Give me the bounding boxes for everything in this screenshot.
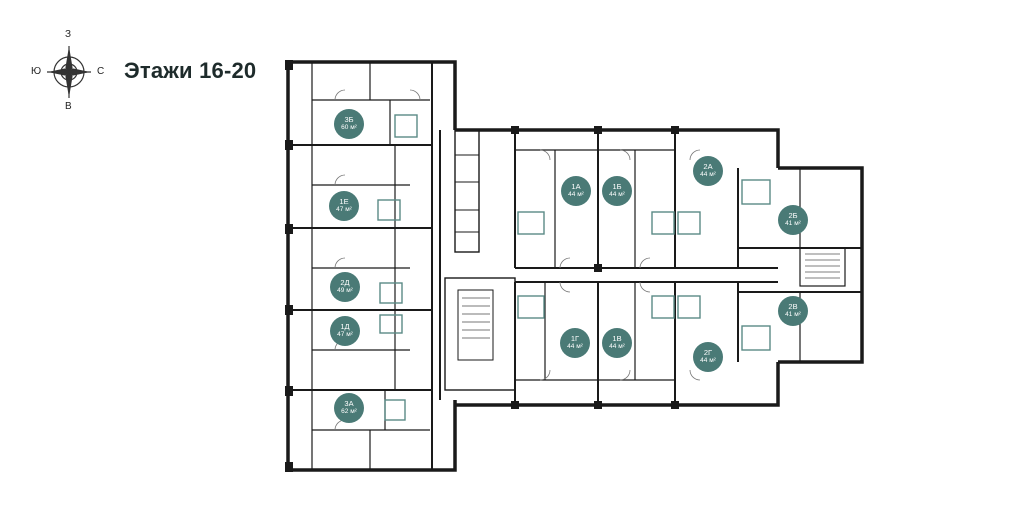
pillars bbox=[285, 60, 679, 472]
unit-badge-2v[interactable]: 2В 41 м² bbox=[778, 296, 808, 326]
unit-badge-3b[interactable]: 3Б 60 м² bbox=[334, 109, 364, 139]
unit-badge-1g[interactable]: 1Г 44 м² bbox=[560, 328, 590, 358]
floor-title: Этажи 16-20 bbox=[124, 58, 257, 83]
unit-badge-2b-top[interactable]: 2Б 41 м² bbox=[778, 205, 808, 235]
unit-badge-2g[interactable]: 2Г 44 м² bbox=[693, 342, 723, 372]
compass-north-label: З bbox=[65, 29, 72, 40]
unit-badge-1e[interactable]: 1Е 47 м² bbox=[329, 191, 359, 221]
unit-badge-1v[interactable]: 1В 44 м² bbox=[602, 328, 632, 358]
bathroom-fixtures bbox=[377, 114, 771, 421]
compass-east-label: С bbox=[97, 66, 105, 77]
unit-badge-1b[interactable]: 1Б 44 м² bbox=[602, 176, 632, 206]
inner-walls bbox=[288, 62, 862, 470]
unit-badge-3a[interactable]: 3А 62 м² bbox=[334, 393, 364, 423]
unit-badge-2a[interactable]: 2А 44 м² bbox=[693, 156, 723, 186]
compass-west-label: Ю bbox=[31, 66, 42, 77]
unit-badge-1d[interactable]: 1Д 47 м² bbox=[330, 316, 360, 346]
compass-south-label: В bbox=[65, 101, 72, 112]
unit-badge-2d[interactable]: 2Д 49 м² bbox=[330, 272, 360, 302]
outer-walls bbox=[286, 60, 864, 472]
stair-treads bbox=[462, 253, 840, 339]
unit-badge-1a[interactable]: 1А 44 м² bbox=[561, 176, 591, 206]
